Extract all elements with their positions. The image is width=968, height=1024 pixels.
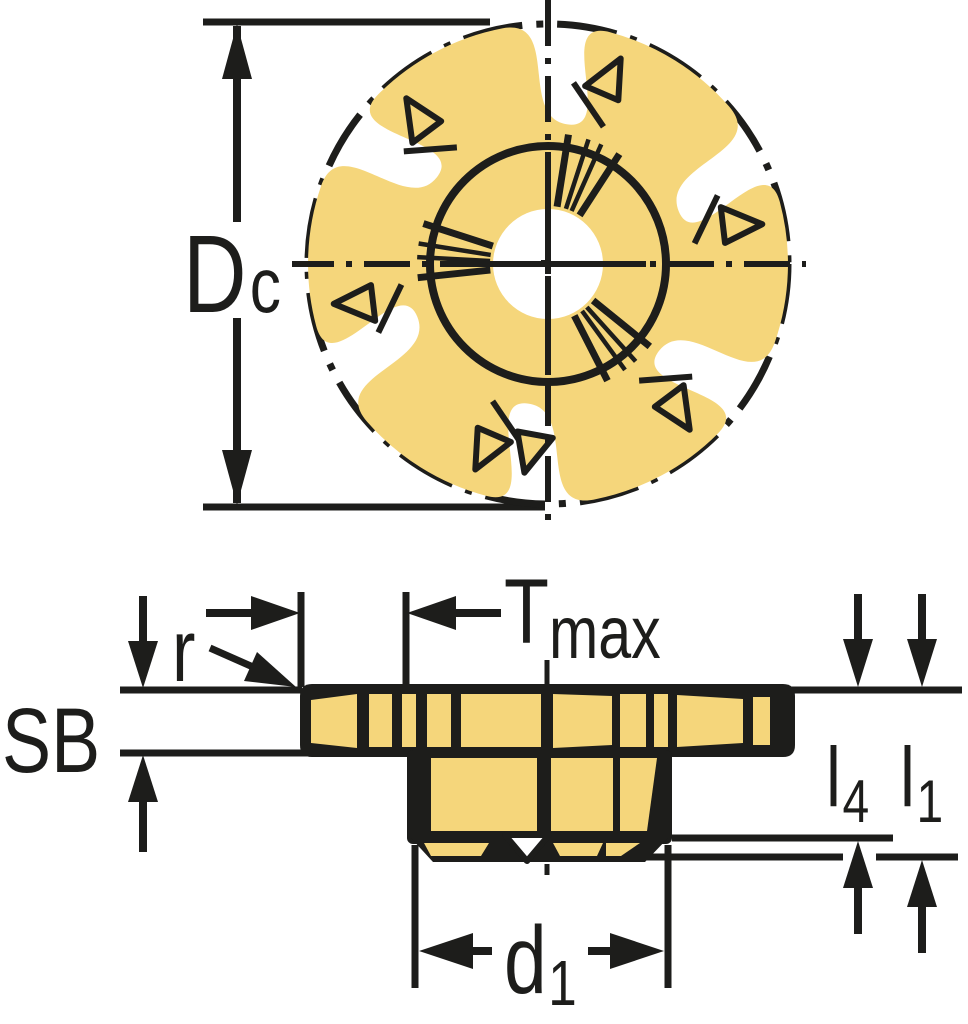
d1-label-main: d [504,907,547,1014]
insert-triangle [582,55,624,104]
dc-arrow-up-icon [222,24,252,79]
d1-label-box [492,912,588,1006]
disc-segment [369,694,392,747]
l4-arrow-up-icon [843,841,873,888]
tmax-label-sub: max [549,592,661,675]
l1-label: l1 [900,731,943,835]
r-label: r [172,601,195,699]
disc-segment [427,694,451,747]
insert-seat-line [417,254,491,264]
insert-seat-spokes [417,134,653,383]
chamfer-segment [553,843,603,856]
dc-label: Dc [183,214,281,337]
insert-triangle [472,424,514,473]
top-view: Dc [175,0,806,531]
boss-segments [431,758,657,831]
tmax-arrow-right-icon [251,596,300,630]
l4-label-sub: 4 [843,768,870,835]
l-dimensions: l4 l1 [640,594,968,953]
disc-segment [620,694,646,747]
insert-seat-line [580,309,627,372]
insert-pocket-line [570,81,606,129]
centerlines [288,0,806,531]
dc-label-sub: c [250,241,281,328]
l4-arrow-down-icon [843,639,873,687]
insert-triangle [717,204,766,246]
tmax-dimension: Tmax [206,560,661,687]
disc-segments [311,694,770,748]
dc-arrow-down-icon [222,450,252,505]
insert-pocket-line [691,194,721,245]
insert-seat-line [563,138,591,210]
disc-segment [677,695,743,747]
tmax-label: Tmax [504,560,661,674]
l1-label-main: l [900,731,915,825]
tmax-arrow-left-icon [407,596,456,630]
insert-seat-line [418,241,492,258]
insert-seat-line [571,314,611,383]
insert-triangle [403,95,445,146]
dc-label-main: D [183,214,247,337]
tmax-label-main: T [504,560,549,663]
insert-pocket-line [375,283,405,334]
d1-label: d1 [504,907,577,1019]
r-leader-line [208,644,255,671]
chamfer-segment [424,843,489,856]
l4-label: l4 [826,731,869,835]
disc-segment [402,694,416,747]
insert-seat-line [422,220,494,250]
disc-segment [654,694,668,747]
l4-label-main: l [826,731,841,825]
disc-segment [311,694,357,748]
l1-label-sub: 1 [917,768,944,835]
disc-segment [553,694,612,748]
boss-segment [620,758,657,831]
chamfer-segment [606,843,640,856]
insert-triangle [330,282,379,324]
r-label-text: r [172,601,195,699]
sb-arrow-up-icon [128,755,158,802]
l1-arrow-down-icon [907,639,937,687]
r-leader-arrow-icon [244,652,296,687]
r-dimension: r [172,601,296,700]
insert-seat-line [553,134,572,208]
insert-pocket-line [403,144,458,155]
disc-segment [461,694,541,747]
insert-pocket-line [638,373,693,384]
sb-dimension: SB [2,596,308,852]
insert-triangle [514,428,556,476]
d1-label-sub: 1 [548,949,576,1020]
insert-triangle [651,382,693,433]
boss-segment [431,758,537,831]
insert-seat-line [417,266,491,282]
d1-dimension: d1 [411,845,672,1019]
l1-arrow-up-icon [907,860,937,907]
insert-seat-line [590,297,653,350]
l-label-box [812,726,968,822]
side-view [300,660,795,875]
d1-arrow-right-icon [610,933,664,969]
insert-seat-line [576,152,623,218]
dc-label-box [175,222,292,318]
boss-segment [551,758,613,831]
insert-seat-line [585,305,638,363]
sb-label: SB [2,689,100,792]
tooth-insert-details [330,55,766,476]
drive-notch [502,832,552,864]
d1-arrow-left-icon [419,933,473,969]
sb-arrow-down-icon [128,641,158,688]
sb-label-text: SB [2,689,100,792]
disc-segment [753,697,770,745]
insert-seat-line [569,143,604,212]
